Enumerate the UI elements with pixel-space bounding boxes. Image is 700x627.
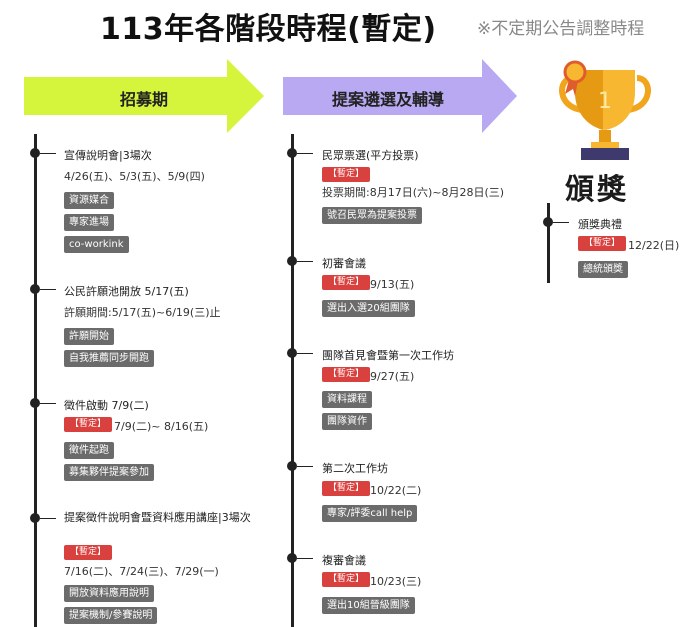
- timeline-dot: [287, 553, 297, 563]
- timeline-dot: [543, 217, 553, 227]
- timeline-connector: [40, 518, 56, 519]
- event-title: 徵件啟動 7/9(二): [64, 399, 149, 412]
- feature-button[interactable]: 提案機制/參賽說明: [64, 607, 158, 624]
- tentative-tag: 【暫定】: [64, 545, 113, 560]
- timeline-connector: [297, 261, 313, 262]
- timeline-dot: [287, 348, 297, 358]
- timeline-award: [547, 203, 550, 283]
- event-date: 9/13(五): [370, 278, 415, 291]
- phase-arrow-selection: 提案遴選及輔導: [283, 59, 517, 133]
- timeline-dot: [30, 148, 40, 158]
- event-date: 許願期間:5/17(五)~6/19(三)止: [64, 306, 221, 319]
- event-title: 複審會議: [322, 554, 366, 567]
- feature-button[interactable]: 許願開始: [64, 328, 114, 345]
- feature-button[interactable]: 專家進場: [64, 214, 114, 231]
- event-date: 10/22(二): [370, 484, 422, 497]
- feature-button[interactable]: 募集夥伴提案參加: [64, 464, 154, 481]
- event-date: 9/27(五): [370, 370, 415, 383]
- feature-button[interactable]: 號召民眾為提案投票: [322, 207, 422, 224]
- tentative-tag: 【暫定】: [322, 481, 371, 496]
- svg-text:1: 1: [598, 89, 612, 114]
- timeline-dot: [287, 461, 297, 471]
- tentative-tag: 【暫定】: [322, 167, 371, 182]
- feature-button[interactable]: 開放資料應用說明: [64, 585, 154, 602]
- event-title: 初審會議: [322, 257, 366, 270]
- feature-button[interactable]: 總統頒獎: [578, 261, 628, 278]
- timeline-connector: [297, 558, 313, 559]
- phase-label-recruit: 招募期: [119, 90, 168, 109]
- feature-button[interactable]: 選出10組晉級團隊: [322, 597, 415, 614]
- tentative-tag: 【暫定】: [322, 367, 371, 382]
- timeline-connector: [40, 289, 56, 290]
- title-row: 113年各階段時程(暫定) ※不定期公告調整時程: [0, 4, 700, 47]
- phase-label-selection: 提案遴選及輔導: [331, 90, 444, 109]
- arrow-shape: [283, 59, 517, 133]
- schedule-note: ※不定期公告調整時程: [477, 19, 645, 39]
- timeline-connector: [40, 403, 56, 404]
- arrow-shape: [24, 59, 264, 133]
- timeline-dot: [30, 284, 40, 294]
- feature-button[interactable]: 專家/評委call help: [322, 505, 418, 522]
- event-date: 7/16(二)、7/24(三)、7/29(一): [64, 565, 219, 578]
- event-date: 投票期間:8月17日(六)~8月28日(三): [322, 186, 505, 199]
- timeline-connector: [297, 466, 313, 467]
- event-date: 10/23(三): [370, 575, 422, 588]
- tentative-tag: 【暫定】: [64, 417, 113, 432]
- timeline-dot: [287, 256, 297, 266]
- event-date: 7/9(二)~ 8/16(五): [114, 420, 209, 433]
- event-title: 第二次工作坊: [322, 462, 388, 475]
- event-title: 宣傳說明會|3場次: [64, 149, 152, 162]
- event-title: 團隊首見會暨第一次工作坊: [322, 349, 454, 362]
- page-title: 113年各階段時程(暫定): [100, 12, 437, 47]
- feature-button[interactable]: 選出入選20組團隊: [322, 300, 415, 317]
- phase-arrow-recruit: 招募期: [24, 59, 264, 133]
- feature-button[interactable]: 資源媒合: [64, 192, 114, 209]
- tentative-tag: 【暫定】: [578, 236, 627, 251]
- feature-button[interactable]: 徵件起跑: [64, 442, 114, 459]
- award-phase-label: 頒獎: [565, 172, 630, 206]
- event-title: 公民許願池開放 5/17(五): [64, 285, 189, 298]
- timeline-dot: [287, 148, 297, 158]
- timeline-connector: [553, 222, 569, 223]
- timeline-recruit: [34, 134, 37, 627]
- trophy-icon: 1: [553, 58, 657, 168]
- tentative-tag: 【暫定】: [322, 572, 371, 587]
- timeline-connector: [297, 153, 313, 154]
- event-date: 12/22(日): [628, 239, 680, 252]
- feature-button[interactable]: 團隊資作: [322, 413, 372, 430]
- event-title: 頒獎典禮: [578, 218, 622, 231]
- timeline-dot: [30, 398, 40, 408]
- timeline-dot: [30, 513, 40, 523]
- timeline-selection: [291, 134, 294, 627]
- event-date: 4/26(五)、5/3(五)、5/9(四): [64, 170, 205, 183]
- feature-button[interactable]: 自我推薦同步開跑: [64, 350, 154, 367]
- tentative-tag: 【暫定】: [322, 275, 371, 290]
- event-title: 民眾票選(平方投票): [322, 149, 419, 162]
- timeline-connector: [297, 353, 313, 354]
- timeline-connector: [40, 153, 56, 154]
- feature-button[interactable]: co-workink: [64, 236, 129, 253]
- feature-button[interactable]: 資料課程: [322, 391, 372, 408]
- event-title: 提案徵件說明會暨資料應用講座|3場次: [64, 511, 251, 524]
